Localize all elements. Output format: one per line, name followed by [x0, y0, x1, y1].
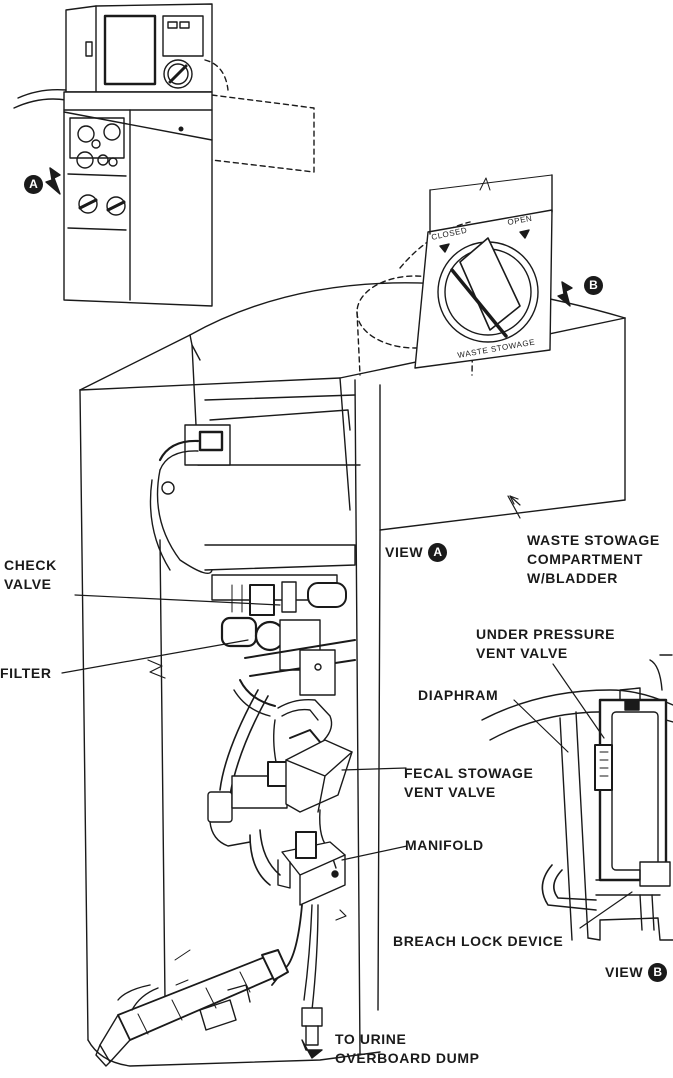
view-b-cross-section	[481, 654, 673, 941]
under-pressure-vent-valve-label: UNDER PRESSURE VENT VALVE	[476, 626, 616, 661]
view-a-label: VIEW A	[385, 543, 448, 562]
dial-view-b-marker: B	[584, 275, 603, 295]
compartment-housing: CLOSED OPEN WASTE STOWAGE	[79, 174, 626, 1067]
diaphram-label: DIAPHRAM	[418, 687, 499, 703]
cabinet-inset	[13, 3, 315, 307]
urine-overboard-dump-label: TO URINE OVERBOARD DUMP	[335, 1031, 480, 1066]
dial-open-text: OPEN	[507, 214, 533, 227]
inset-view-a-badge: A	[24, 175, 43, 194]
view-a-badge: A	[428, 543, 448, 562]
check-valve-label: CHECK VALVE	[4, 557, 57, 592]
waste-stowage-dial-panel: CLOSED OPEN WASTE STOWAGE	[414, 174, 573, 369]
filter-label: FILTER	[0, 665, 52, 681]
breach-lock-device-label: BREACH LOCK DEVICE	[393, 933, 564, 949]
plumbing-assembly	[95, 424, 356, 1067]
fecal-stowage-vent-valve-label: FECAL STOWAGE VENT VALVE	[404, 765, 534, 800]
manifold-label: MANIFOLD	[405, 837, 484, 853]
view-b-label: VIEW B	[605, 963, 668, 982]
inset-view-a-marker: A	[24, 174, 43, 194]
waste-stowage-compartment-label: WASTE STOWAGE COMPARTMENT W/BLADDER	[527, 532, 660, 586]
leader-lines	[61, 495, 633, 929]
view-b-badge: B	[648, 963, 668, 982]
dial-view-b-badge: B	[584, 276, 603, 295]
